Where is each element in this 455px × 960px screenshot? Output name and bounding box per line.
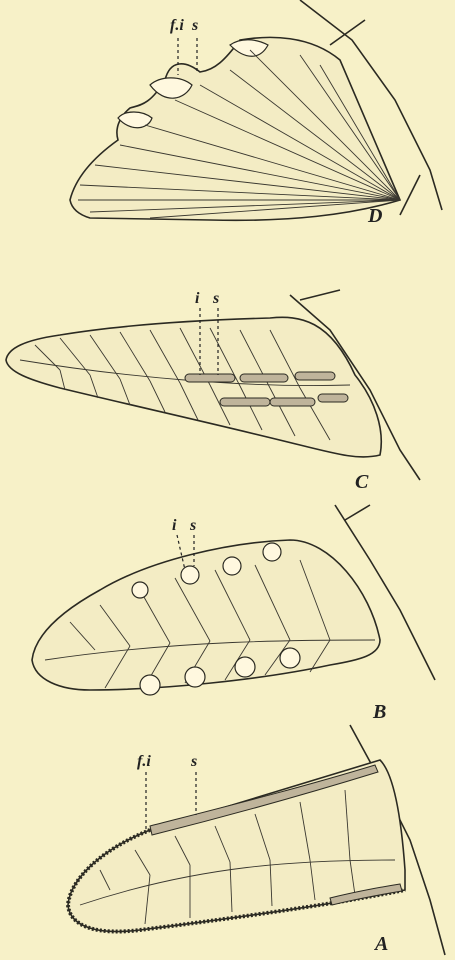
figure-a-label-s: s xyxy=(190,753,197,770)
figure-d-label-s: s xyxy=(191,17,198,34)
figure-c-label-s: s xyxy=(212,290,219,307)
figure-b-label-i: i xyxy=(172,517,177,534)
figure-c-label-i: i xyxy=(195,290,200,307)
figure-a-label-fi: f.i xyxy=(137,753,151,770)
figure-b: i s B xyxy=(32,505,435,723)
figure-d: f.i s D xyxy=(70,0,442,227)
figure-c: i s C xyxy=(6,290,420,493)
figure-c-label: C xyxy=(355,471,369,493)
figure-d-branch xyxy=(330,20,365,45)
figure-a-label: A xyxy=(373,933,388,955)
figure-b-label-s: s xyxy=(189,517,196,534)
figure-a-leaf xyxy=(68,760,405,932)
figure-c-leaf xyxy=(6,317,381,457)
figure-d-label: D xyxy=(367,205,382,227)
figure-b-label: B xyxy=(372,701,386,723)
figure-d-label-fi: f.i xyxy=(170,17,184,34)
figure-a: f.i s A xyxy=(68,725,445,955)
figure-b-leaf xyxy=(32,540,380,690)
